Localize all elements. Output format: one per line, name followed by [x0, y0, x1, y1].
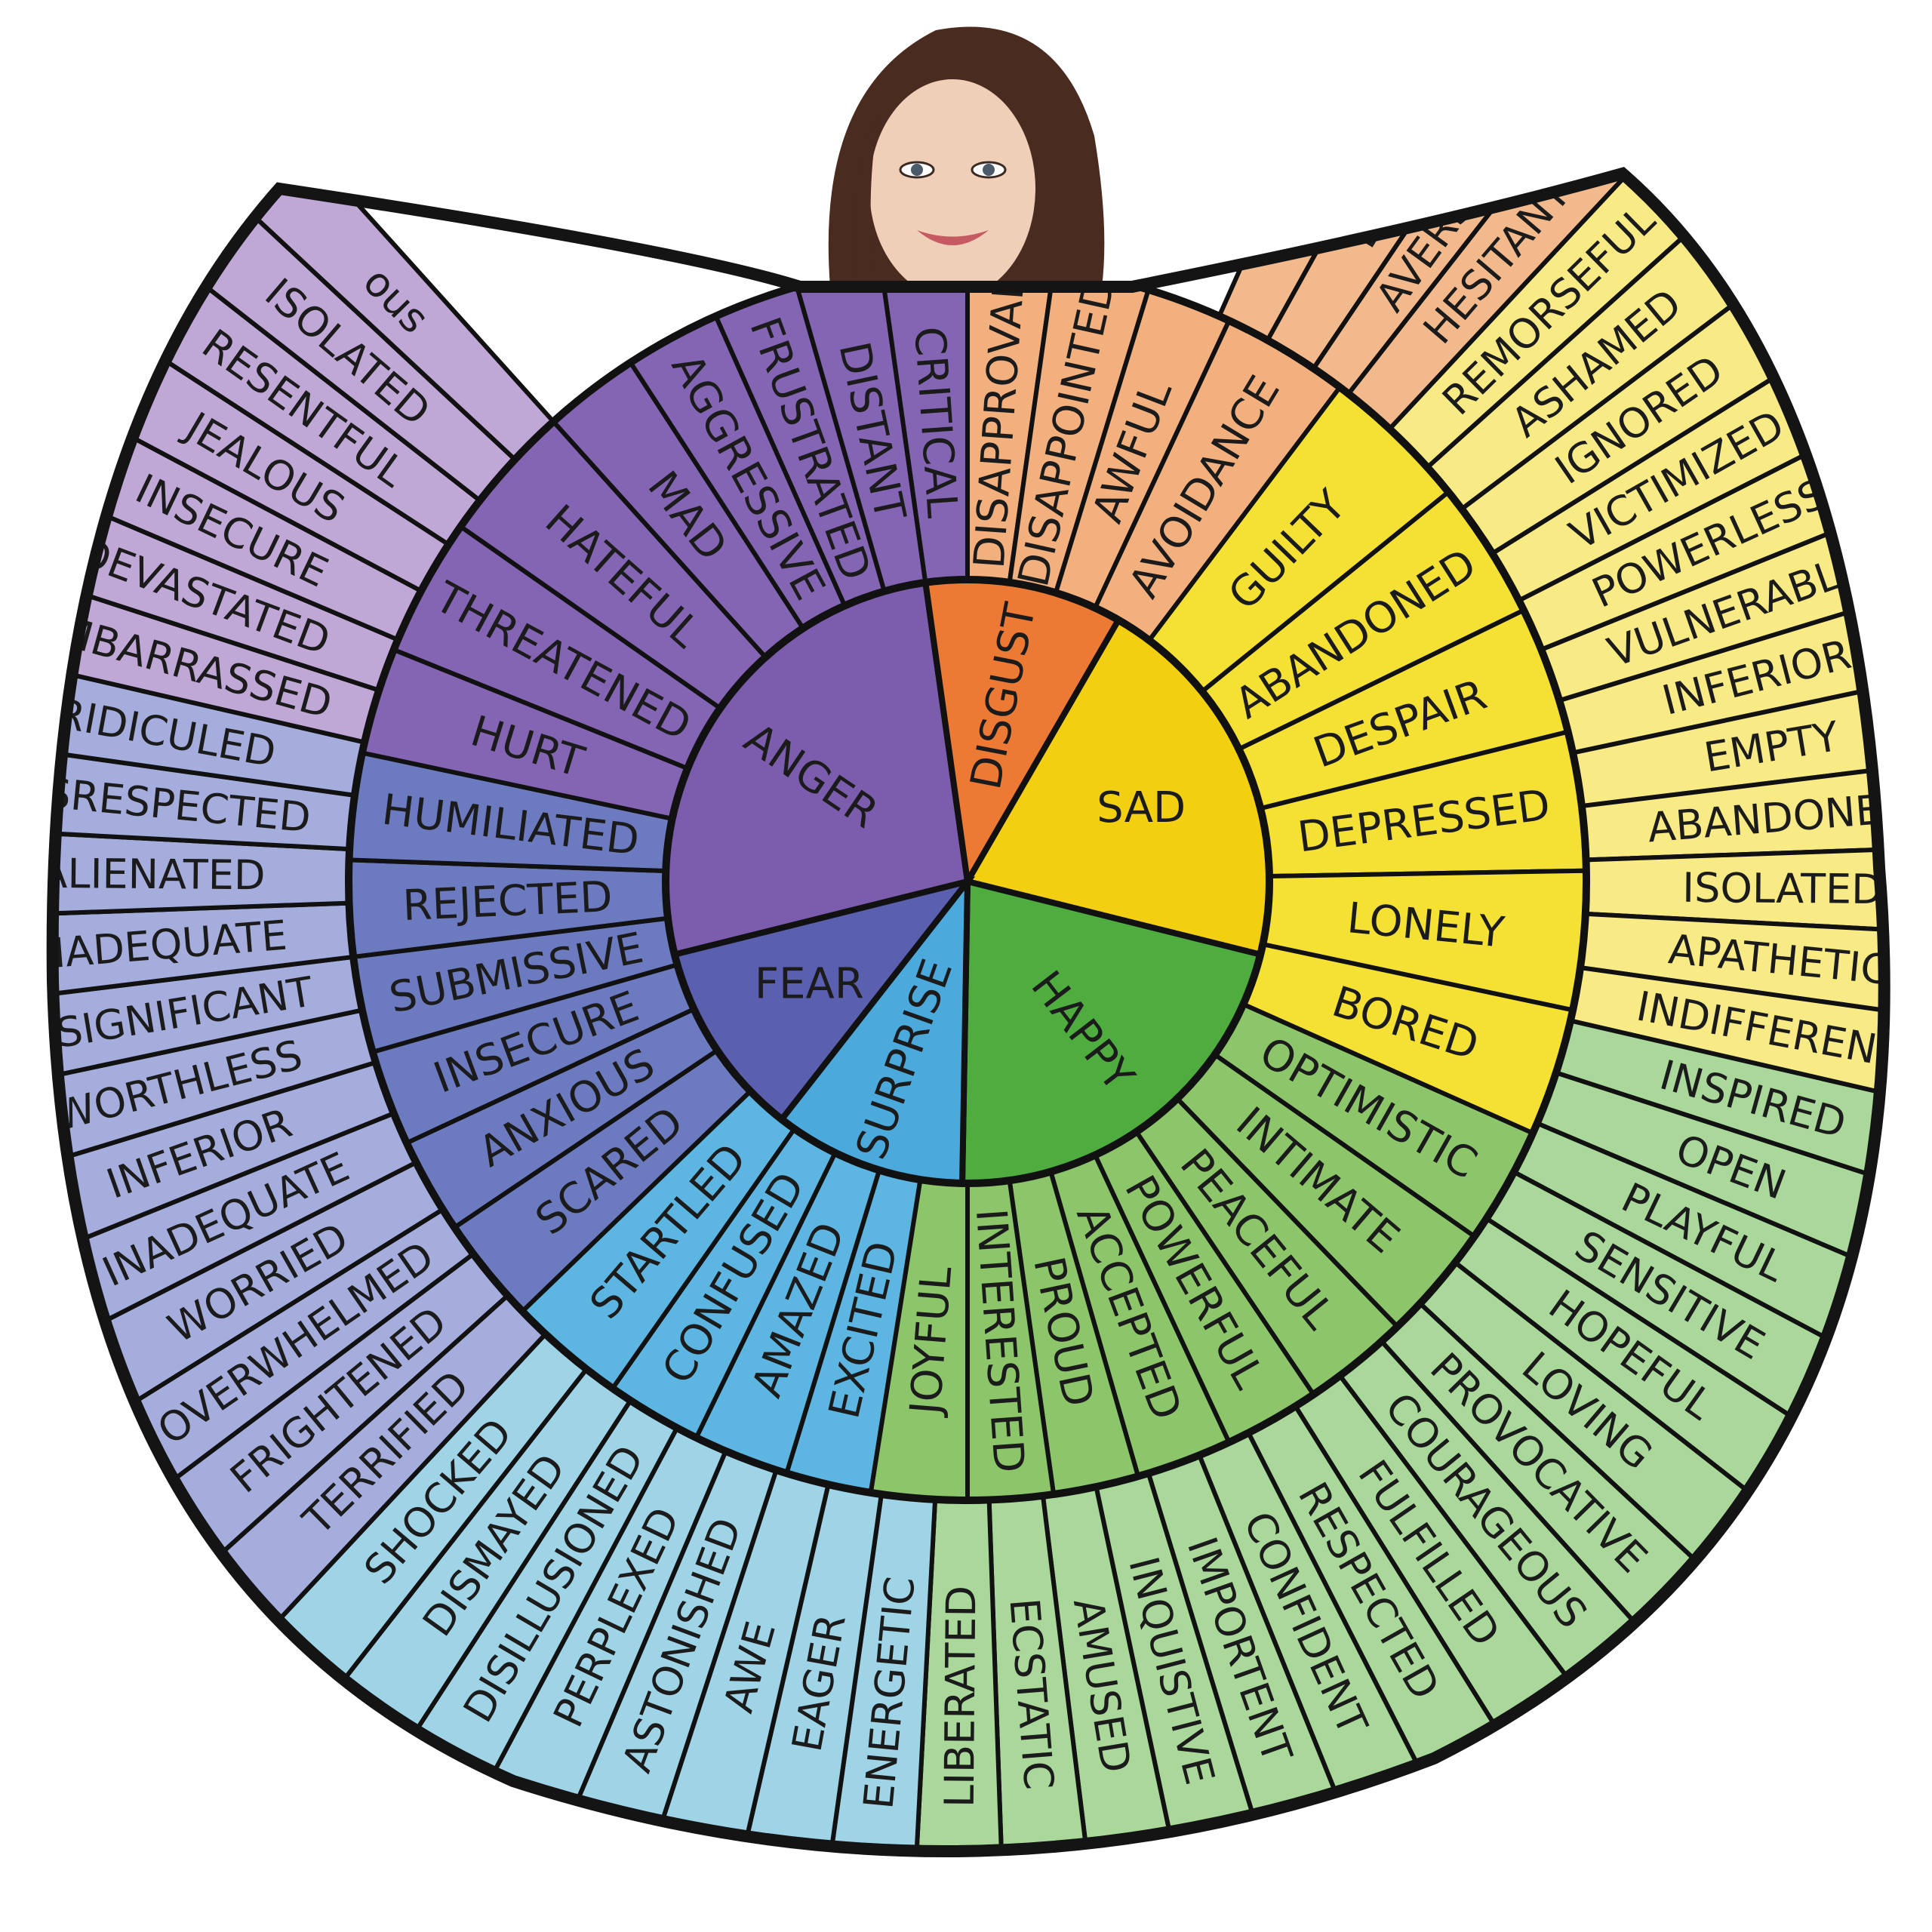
outer-label-liberated: LIBERATED — [936, 1586, 986, 1807]
middle-label-rejected: REJECTED — [401, 872, 614, 931]
person — [828, 26, 1105, 298]
outer-label-isolated: ISOLATED — [1682, 864, 1883, 913]
core-label-sad: SAD — [1097, 783, 1186, 832]
core-ring-outline — [662, 576, 1273, 1187]
right-iris — [983, 164, 995, 176]
left-iris — [911, 164, 923, 176]
face — [869, 79, 1035, 298]
outer-label-alienated: ALIENATED — [39, 850, 265, 900]
middle-label-joyful: JOYFUL — [901, 1265, 961, 1419]
outer-label-re: RE — [1298, 117, 1364, 186]
mouth — [917, 230, 989, 245]
core-label-fear: FEAR — [755, 960, 864, 1009]
hair-left-lock — [854, 113, 879, 287]
